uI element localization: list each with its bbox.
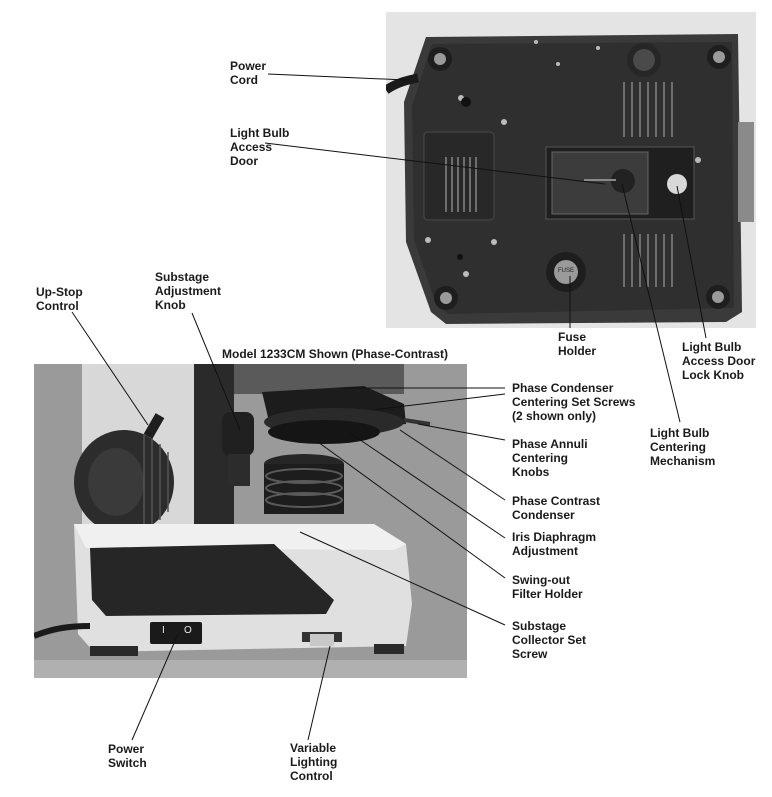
label-phase-condenser-centering-set-screws: Phase Condenser Centering Set Screws (2 …: [512, 381, 636, 423]
label-light-bulb-access-door-lock-knob: Light Bulb Access Door Lock Knob: [682, 340, 756, 382]
label-power-cord: Power Cord: [230, 59, 267, 87]
microscope-stand-photo: [34, 364, 467, 678]
base-underside-photo: [386, 12, 756, 328]
label-power-switch: Power Switch: [108, 742, 147, 770]
label-up-stop-control: Up-Stop Control: [36, 285, 83, 313]
power-switch-on-mark: I: [162, 625, 165, 636]
label-phase-annuli-centering-knobs: Phase Annuli Centering Knobs: [512, 437, 588, 479]
label-light-bulb-centering-mechanism: Light Bulb Centering Mechanism: [650, 426, 716, 468]
power-switch-off-mark: O: [184, 625, 192, 636]
label-swing-out-filter-holder: Swing-out Filter Holder: [512, 573, 583, 601]
label-fuse-holder: Fuse Holder: [558, 330, 597, 358]
label-variable-lighting-control: Variable Lighting Control: [290, 741, 338, 783]
label-light-bulb-access-door: Light Bulb Access Door: [230, 126, 290, 168]
label-substage-adjustment-knob: Substage Adjustment Knob: [155, 270, 221, 312]
label-substage-collector-set-screw: Substage Collector Set Screw: [512, 619, 587, 661]
caption-model: Model 1233CM Shown (Phase-Contrast): [222, 347, 449, 361]
label-iris-diaphragm-adjustment: Iris Diaphragm Adjustment: [512, 530, 597, 558]
label-phase-contrast-condenser: Phase Contrast Condenser: [512, 494, 601, 522]
fuse-mark: FUSE: [558, 268, 575, 274]
